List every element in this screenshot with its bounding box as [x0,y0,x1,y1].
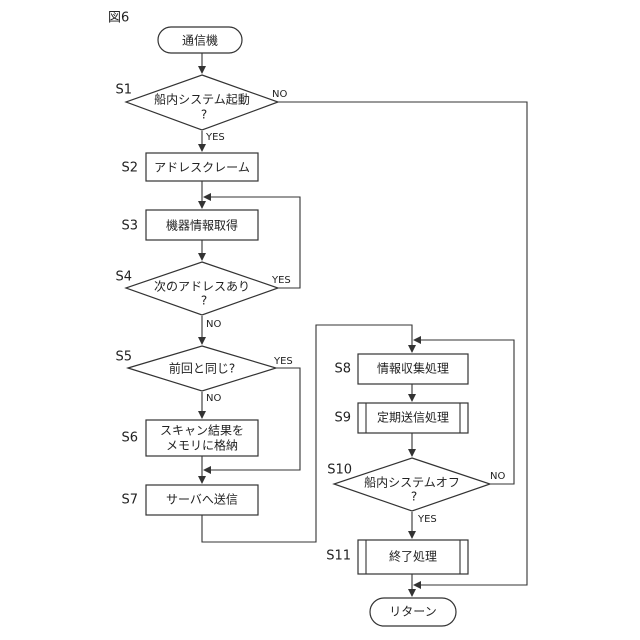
step-s5-decision: S5 前回と同じ? [115,346,276,391]
step-s8-label: S8 [334,362,351,377]
step-s1-mark: ? [201,108,207,122]
s1-no-label: NO [272,89,287,100]
step-s8-text: 情報収集処理 [377,361,449,376]
step-s4-decision: S4 次のアドレスあり ? [115,262,278,315]
step-s10-label: S10 [327,463,352,478]
step-s4-mark: ? [201,294,207,308]
step-s7-text: サーバへ送信 [166,492,238,507]
step-s11-process: S11 終了処理 [326,540,468,574]
step-s11-text: 終了処理 [389,549,437,564]
s1-yes-label: YES [205,132,225,143]
s10-yes-label: YES [417,514,437,525]
step-s10-mark: ? [411,490,417,504]
step-s6-text-line1: スキャン結果を [160,424,244,438]
step-s10-decision: S10 船内システムオフ ? [327,458,490,511]
step-s1-text: 船内システム起動 [154,93,250,107]
figure-label: 図6 [108,11,129,26]
step-s10-text: 船内システムオフ [364,476,460,490]
start-terminal-label: 通信機 [182,33,218,48]
step-s4-label: S4 [115,270,132,285]
return-terminal-label: リターン [389,605,436,619]
s4-no-label: NO [206,319,221,330]
step-s1-decision: S1 船内システム起動 ? [115,75,278,130]
step-s5-text: 前回と同じ? [169,361,235,376]
step-s3-label: S3 [121,219,138,234]
step-s9-text: 定期送信処理 [377,410,449,425]
start-terminal: 通信機 [158,27,242,53]
step-s3-process: S3 機器情報取得 [121,210,258,240]
step-s6-text-line2: メモリに格納 [166,438,238,453]
step-s2-label: S2 [121,161,138,176]
step-s6-process: S6 スキャン結果を メモリに格納 [121,420,258,456]
step-s5-label: S5 [115,350,132,365]
step-s8-process: S8 情報収集処理 [334,354,468,384]
step-s9-process: S9 定期送信処理 [334,403,468,433]
step-s11-label: S11 [326,549,351,564]
s10-no-label: NO [490,471,505,482]
step-s7-label: S7 [121,493,138,508]
step-s6-label: S6 [121,431,138,446]
s5-yes-label: YES [273,356,293,367]
step-s4-text: 次のアドレスあり [154,280,250,294]
step-s2-process: S2 アドレスクレーム [121,153,258,181]
step-s2-text: アドレスクレーム [154,161,250,175]
s5-no-label: NO [206,393,221,404]
step-s9-label: S9 [334,411,351,426]
step-s7-process: S7 サーバへ送信 [121,485,258,515]
step-s1-label: S1 [115,83,132,98]
return-terminal: リターン [370,598,456,626]
s4-yes-label: YES [271,275,291,286]
step-s3-text: 機器情報取得 [166,218,238,233]
